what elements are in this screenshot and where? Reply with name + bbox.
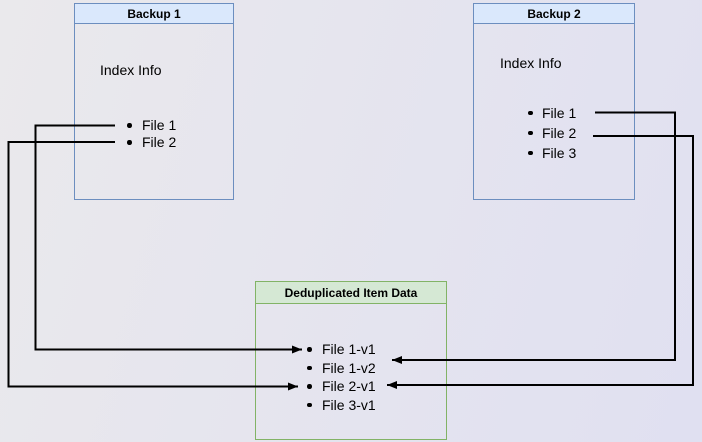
file-label: File 1-v1 xyxy=(322,341,376,357)
backup2-file-list: File 1 File 2 File 3 xyxy=(528,103,576,163)
file-label: File 2 xyxy=(142,134,177,150)
file-label: File 1 xyxy=(542,105,577,121)
bullet-icon xyxy=(528,150,533,156)
bullet-icon xyxy=(528,130,533,136)
backup1-title: Backup 1 xyxy=(75,4,233,24)
list-item: File 2 xyxy=(127,134,176,151)
bullet-icon xyxy=(528,110,533,116)
dedup-store-title: Deduplicated Item Data xyxy=(256,282,446,304)
list-item: File 1 xyxy=(127,117,176,134)
file-label: File 2-v1 xyxy=(322,378,376,394)
list-item: File 1 xyxy=(528,103,576,123)
list-item: File 2-v1 xyxy=(307,377,376,396)
backup2-index-label: Index Info xyxy=(500,55,562,71)
file-label: File 3-v1 xyxy=(322,396,376,413)
bullet-icon xyxy=(307,402,312,407)
list-item: File 1-v1 xyxy=(307,340,376,359)
file-label: File 3 xyxy=(542,145,577,161)
list-item: File 3-v1 xyxy=(307,396,376,415)
bullet-icon xyxy=(127,140,132,145)
backup1-file-list: File 1 File 2 xyxy=(127,117,176,151)
backup2-node: Backup 2 Index Info File 1 File 2 File 3 xyxy=(473,3,635,200)
bullet-icon xyxy=(307,347,312,352)
file-label: File 2 xyxy=(542,125,577,141)
file-label: File 1-v2 xyxy=(322,359,376,376)
bullet-icon xyxy=(127,123,132,128)
list-item: File 1-v2 xyxy=(307,359,376,378)
dedup-item-list: File 1-v1 File 1-v2 File 2-v1 File 3-v1 xyxy=(307,340,376,414)
backup2-title: Backup 2 xyxy=(474,4,634,24)
backup1-index-label: Index Info xyxy=(100,62,162,78)
bullet-icon xyxy=(307,365,312,370)
dedup-store-node: Deduplicated Item Data File 1-v1 File 1-… xyxy=(255,281,447,440)
file-label: File 1 xyxy=(142,117,177,133)
list-item: File 2 xyxy=(528,123,576,143)
bullet-icon xyxy=(307,384,312,389)
backup1-node: Backup 1 Index Info File 1 File 2 xyxy=(74,3,234,200)
list-item: File 3 xyxy=(528,143,576,163)
